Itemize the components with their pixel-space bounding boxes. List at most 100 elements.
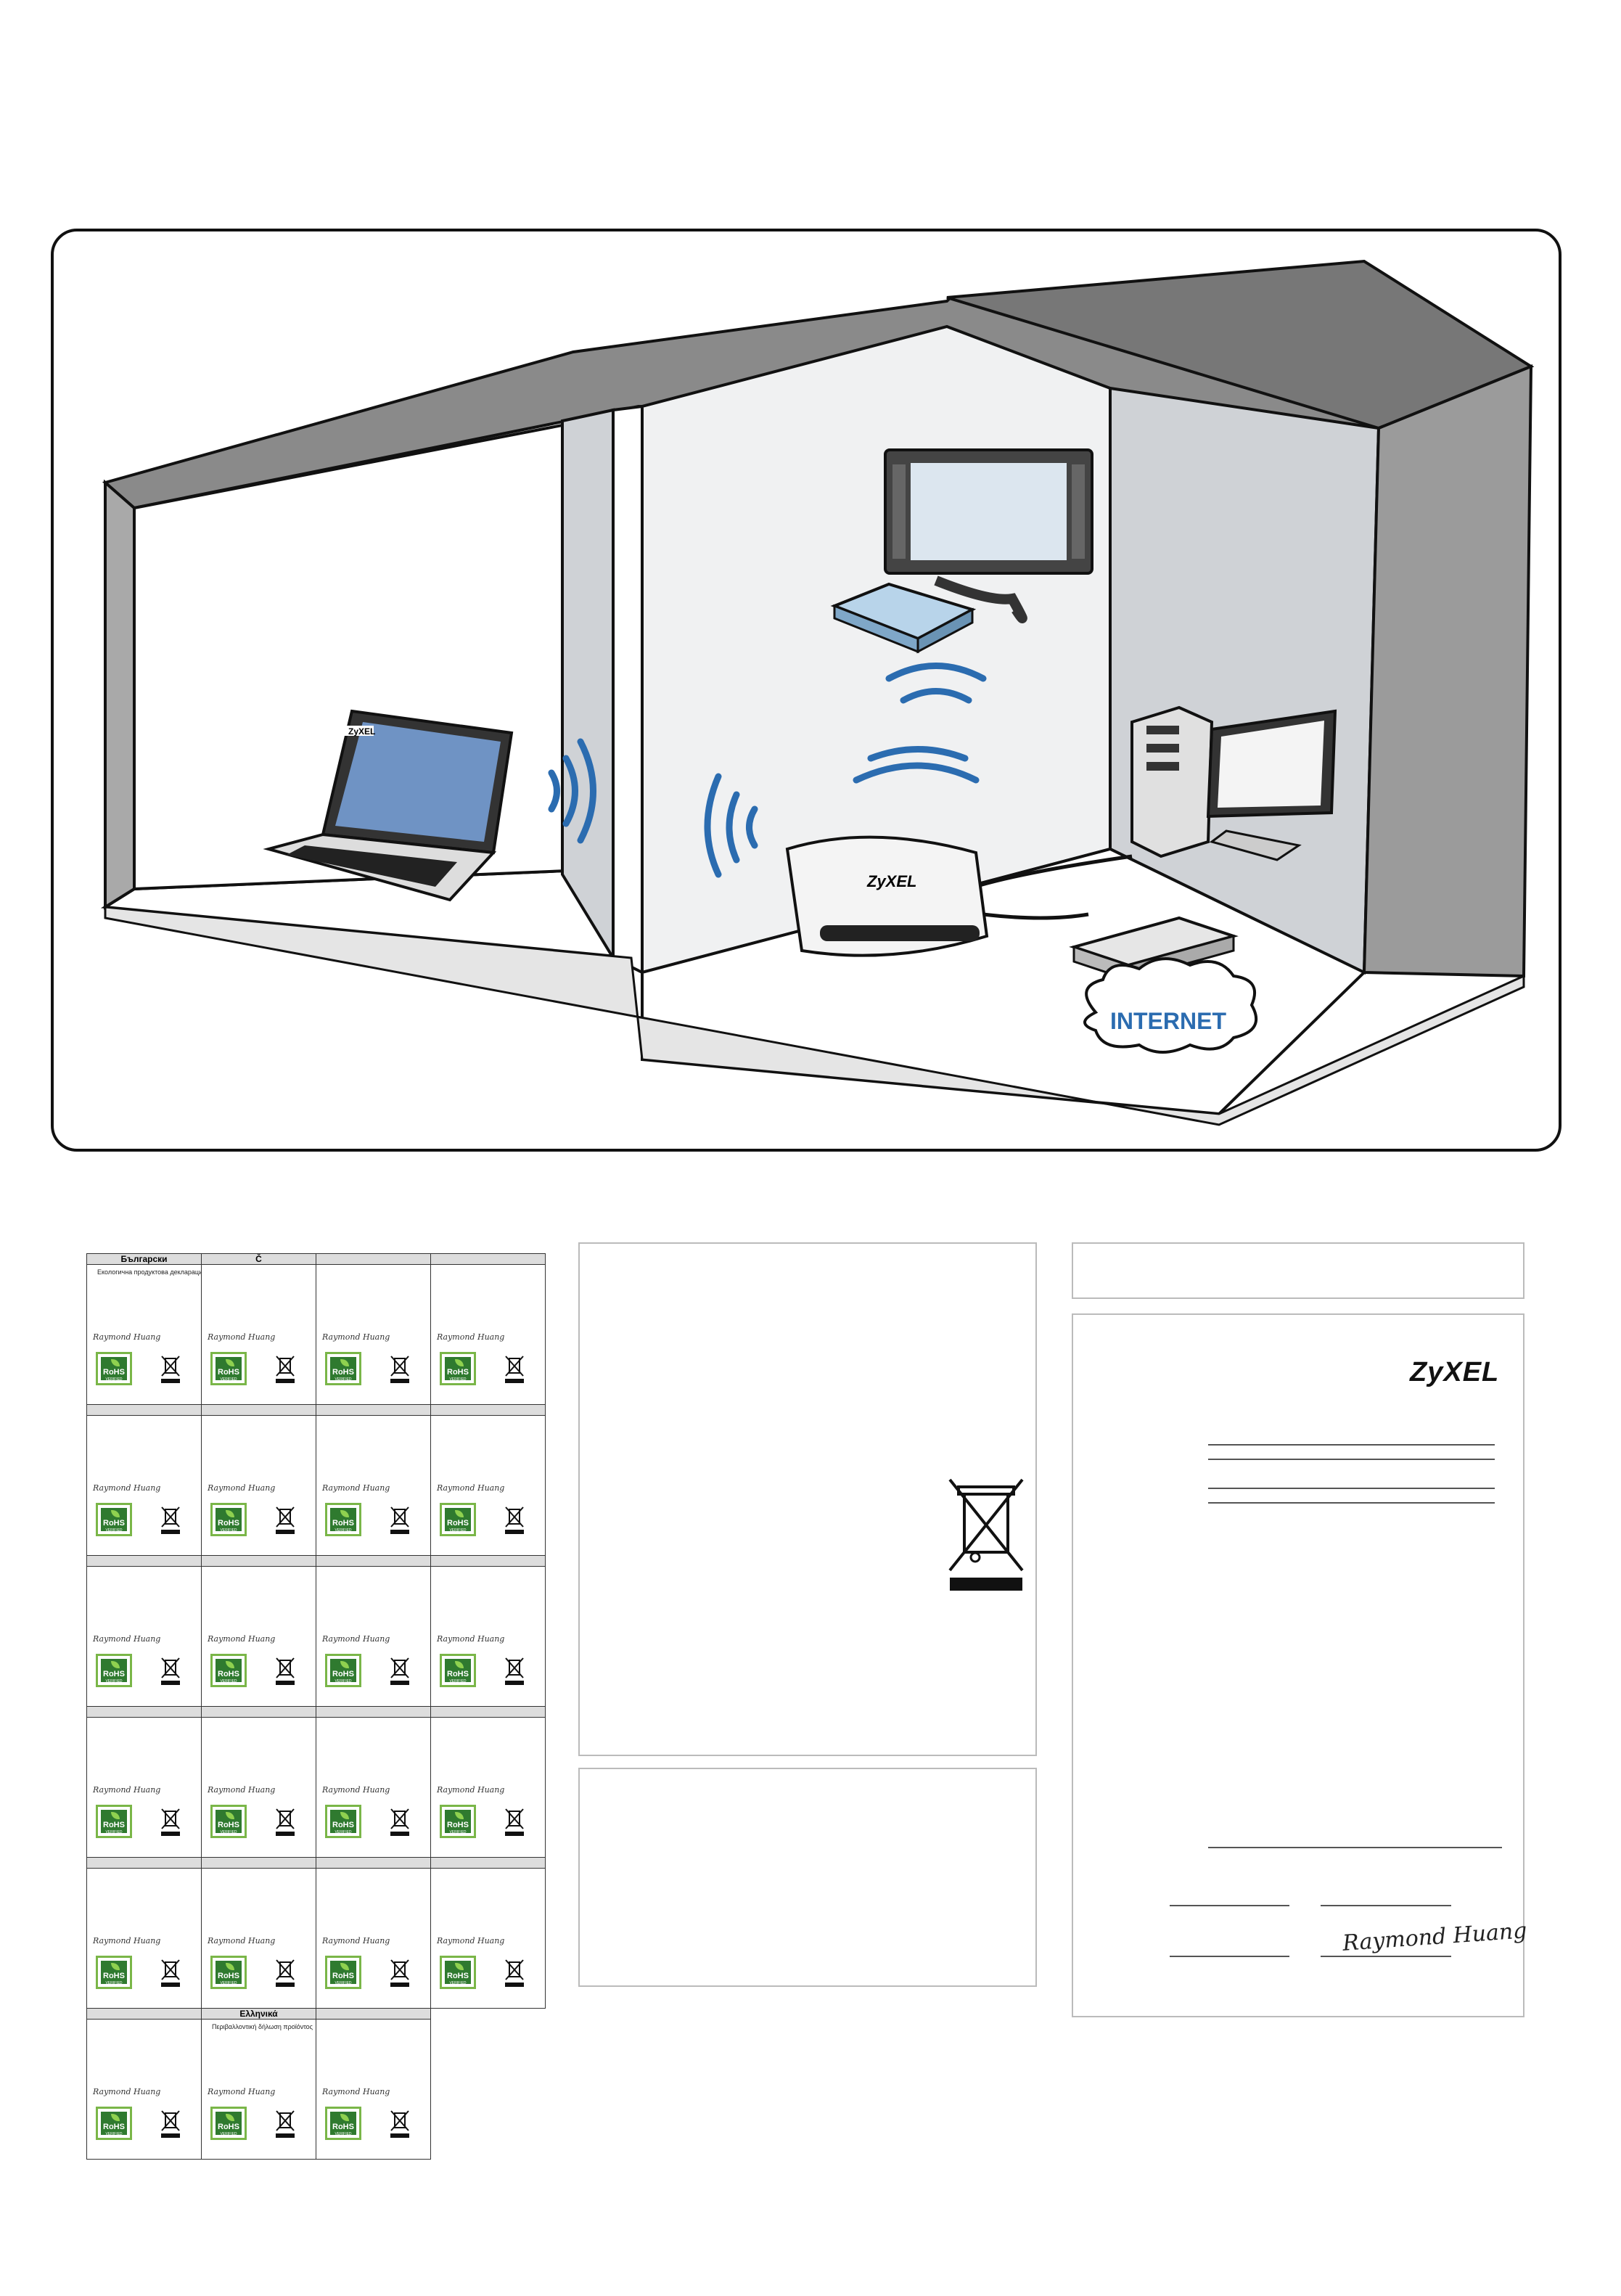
signature: Raymond Huang <box>437 1332 505 1342</box>
form-line <box>1208 1444 1495 1446</box>
laptop-logo-text: ZyXEL <box>348 726 375 737</box>
cell-title: Περιβαλλοντική δήλωση προϊόντος <box>212 2023 313 2030</box>
cell-title: Екологична продуктова декларация <box>97 1268 202 1276</box>
illustration-frame <box>51 229 1562 1152</box>
cell-header <box>87 2009 201 2020</box>
weee-bin-icon <box>161 1356 180 1383</box>
weee-bin-icon <box>390 2110 409 2138</box>
cell-header <box>431 1405 545 1416</box>
weee-bin-icon <box>390 1959 409 1987</box>
tv-icon <box>884 448 1093 623</box>
internet-label: INTERNET <box>1110 1008 1226 1034</box>
signature-line <box>1321 1905 1451 1906</box>
weee-bin-icon <box>161 1959 180 1987</box>
weee-bin-icon <box>276 1657 295 1685</box>
cell-header <box>202 1707 316 1718</box>
weee-bin-icon <box>505 1356 524 1383</box>
form-line <box>1208 1502 1495 1504</box>
cell-header <box>316 1556 430 1567</box>
weee-bin-icon <box>276 1356 295 1383</box>
cell-header: Ελληνικά <box>202 2009 316 2020</box>
cell-header <box>202 1858 316 1869</box>
signature-line <box>1170 1905 1289 1906</box>
cell-header <box>316 1707 430 1718</box>
signature: Raymond Huang <box>93 2087 161 2096</box>
signature: Raymond Huang <box>208 1483 276 1493</box>
weee-bin-icon <box>276 1959 295 1987</box>
form-line <box>1208 1459 1495 1460</box>
router-wifi-up-icon <box>853 663 987 784</box>
weee-bin-icon <box>505 1959 524 1987</box>
laptop-icon: ZyXEL <box>263 709 514 902</box>
signature: Raymond Huang <box>93 1483 161 1493</box>
signature: Raymond Huang <box>93 1634 161 1644</box>
cell-header: Č <box>202 1254 316 1265</box>
signature-line <box>1170 1956 1289 1957</box>
cell-header <box>316 1858 430 1869</box>
signature: Raymond Huang <box>208 1634 276 1644</box>
signature: Raymond Huang <box>322 2087 390 2096</box>
router-icon: ZyXEL <box>785 835 989 957</box>
signature: Raymond Huang <box>93 1936 161 1946</box>
weee-bin-icon <box>161 1657 180 1685</box>
cell-header <box>431 1707 545 1718</box>
weee-bin-icon <box>161 1506 180 1534</box>
cell-header <box>87 1707 201 1718</box>
signature: Raymond Huang <box>322 1332 390 1342</box>
weee-bin-icon <box>390 1808 409 1836</box>
signature: Raymond Huang <box>208 1936 276 1946</box>
internet-cloud-icon <box>1083 957 1258 1054</box>
weee-bin-icon <box>390 1657 409 1685</box>
weee-bin-icon <box>161 1808 180 1836</box>
signature: Raymond Huang <box>322 1936 390 1946</box>
weee-bin-icon <box>276 1808 295 1836</box>
cell-header <box>431 1858 545 1869</box>
cell-header <box>316 1405 430 1416</box>
weee-bin-icon <box>161 2110 180 2138</box>
weee-bin-icon <box>276 1506 295 1534</box>
weee-bin-icon <box>390 1506 409 1534</box>
left-wall-thickness <box>104 479 136 910</box>
cell-header <box>316 2009 430 2020</box>
right-header-box <box>1072 1242 1524 1299</box>
signature: Raymond Huang <box>93 1785 161 1795</box>
signature: Raymond Huang <box>437 1634 505 1644</box>
weee-bin-icon <box>948 1478 1024 1591</box>
form-line <box>1208 1847 1502 1848</box>
cell-header <box>431 1556 545 1567</box>
signature: Raymond Huang <box>322 1785 390 1795</box>
